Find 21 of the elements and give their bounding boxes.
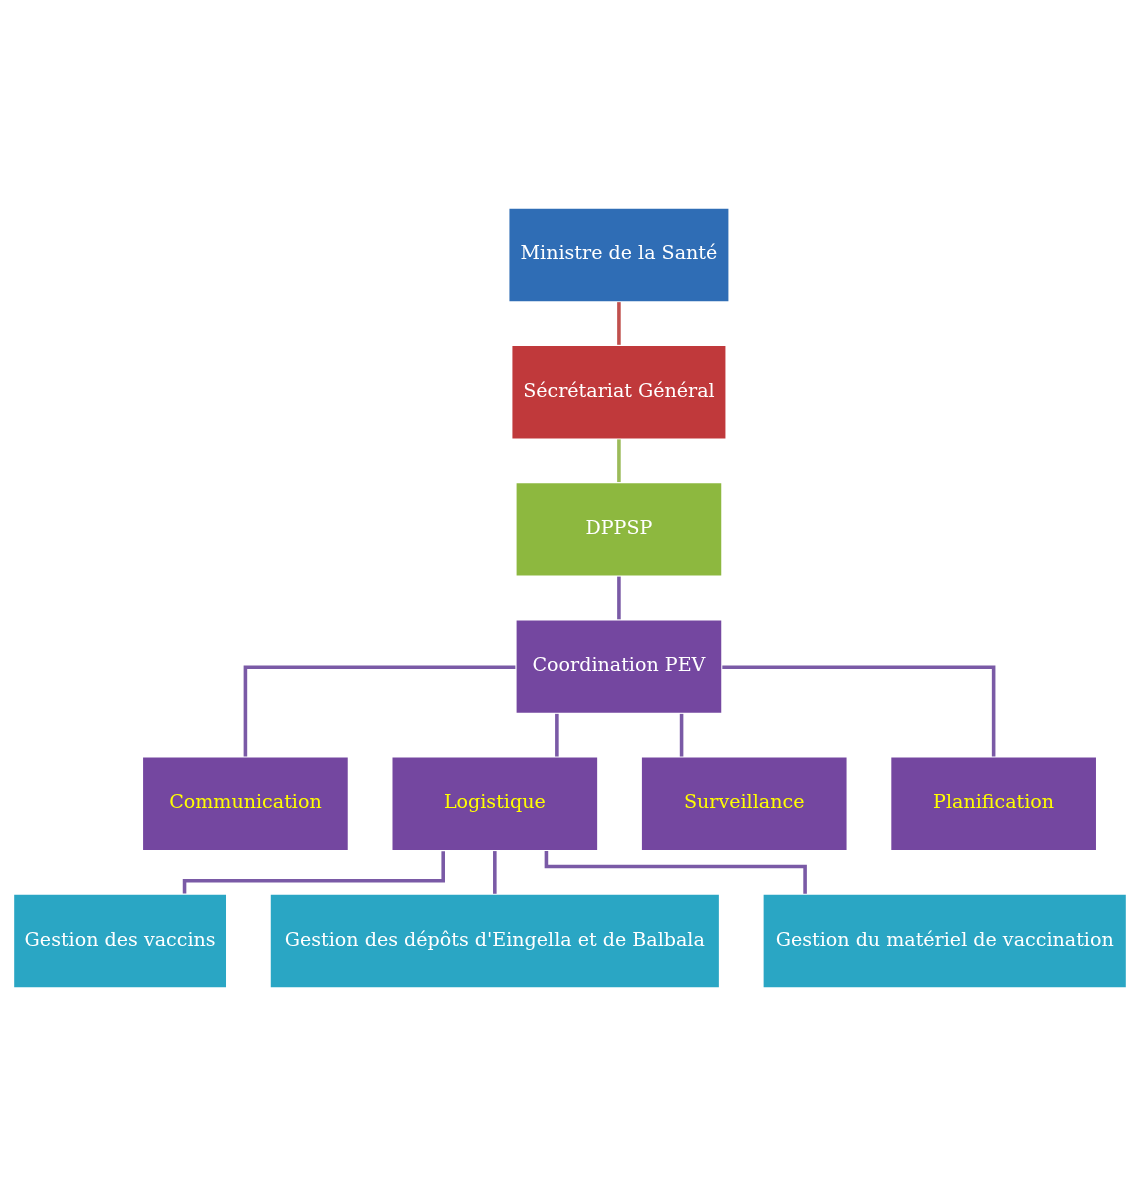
connector (617, 301, 621, 345)
connector (243, 664, 516, 756)
node-box: Gestion du matériel de vaccination (761, 892, 1128, 989)
connector (617, 438, 621, 482)
node-box: Surveillance (640, 755, 849, 852)
node-box: Ministre de la Santé (507, 206, 731, 303)
connector (679, 713, 684, 757)
node-box: DPPSP (514, 480, 724, 577)
connector (544, 850, 807, 894)
node-box: Gestion des dépôts d'Eingella et de Balbala (268, 892, 721, 989)
connector (555, 713, 559, 757)
node-box: Logistique (390, 755, 599, 852)
node-box: Coordination PEV (514, 618, 724, 715)
node-box: Planification (889, 755, 1098, 852)
node-box: Sécrétariat Général (510, 343, 728, 440)
node-box: Gestion des vaccins (12, 892, 228, 989)
connector (493, 850, 497, 894)
node-box: Communication (141, 755, 350, 852)
connector (182, 850, 445, 894)
connector (722, 664, 996, 756)
connector (617, 576, 621, 619)
